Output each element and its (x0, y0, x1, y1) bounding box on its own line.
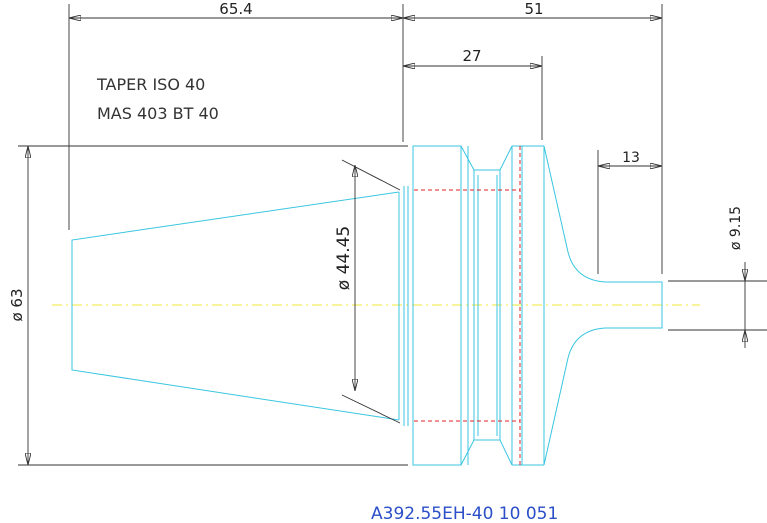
part-code: A392.55EH-40 10 051 (371, 504, 558, 523)
taper-cone (71, 191, 400, 421)
dim-13: 13 (622, 150, 640, 166)
v-groove (474, 145, 513, 171)
dim-51: 51 (524, 0, 543, 18)
dimension-lines (18, 4, 767, 466)
dim-27: 27 (462, 47, 481, 65)
dim-ø44-45: ø 44.45 (334, 226, 354, 290)
part-outline (71, 145, 663, 466)
hidden-lines (414, 146, 521, 465)
dim-65-4: 65.4 (219, 0, 252, 18)
dim-ø9-15: ø 9.15 (728, 206, 744, 250)
dim-ø63: ø 63 (8, 288, 26, 321)
note-mas: MAS 403 BT 40 (97, 104, 219, 123)
note-taper: TAPER ISO 40 (96, 75, 205, 94)
shank (543, 145, 663, 466)
